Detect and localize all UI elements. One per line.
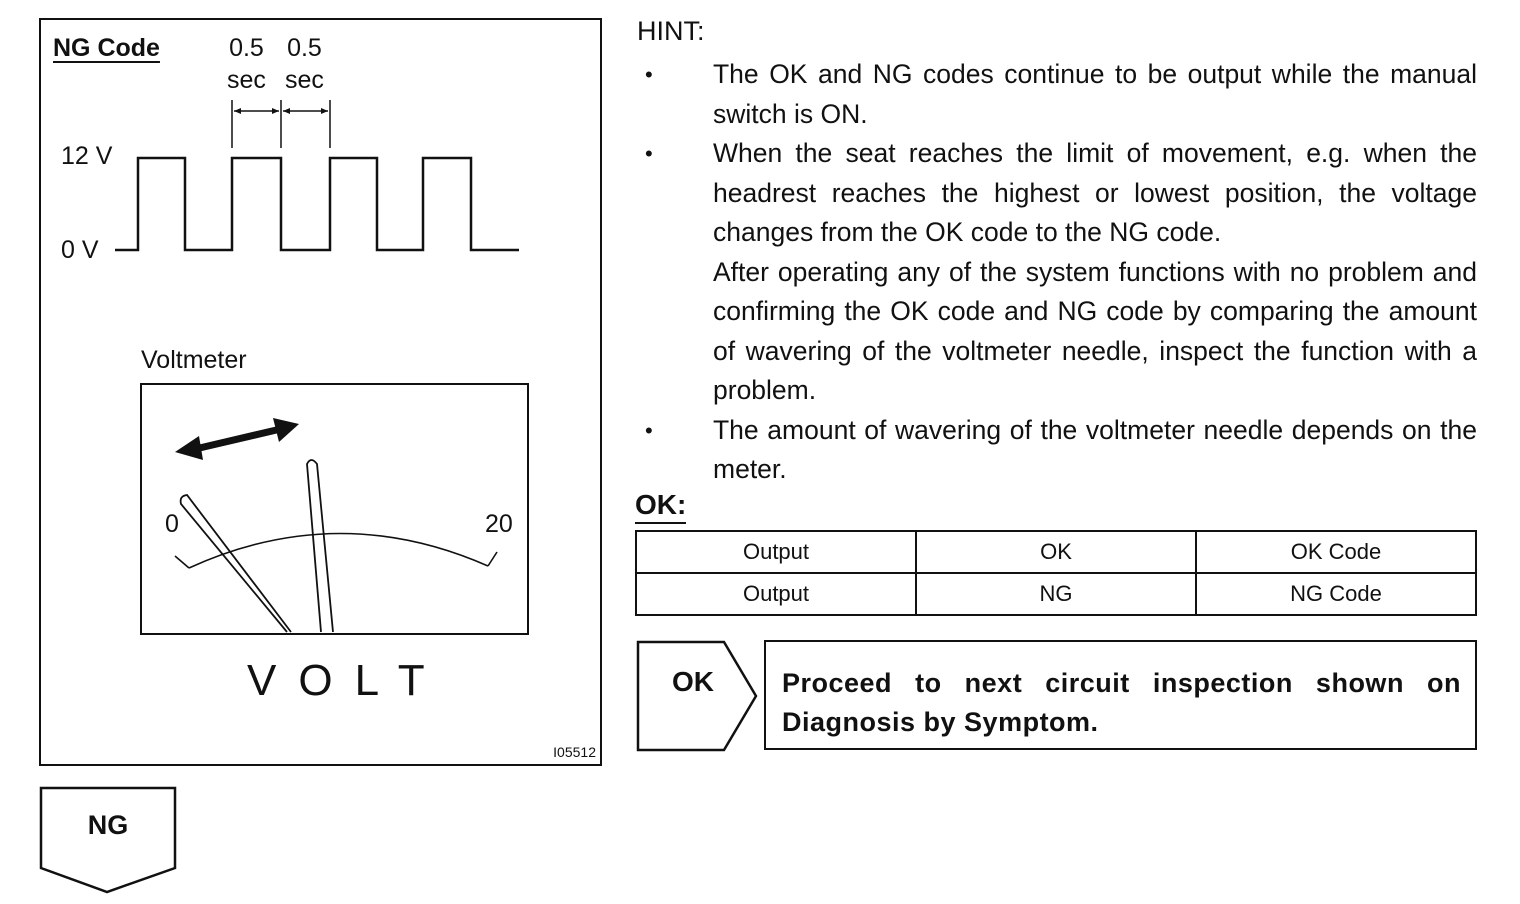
ok-title: OK:: [635, 488, 687, 524]
wavering-double-arrow-icon: [175, 418, 299, 460]
hint-item: • The amount of wavering of the voltmete…: [637, 411, 1477, 490]
ok-arrow-label: OK: [672, 666, 714, 697]
meter-unit-label: VOLT: [247, 656, 447, 705]
table-row: Output OK OK Code: [635, 530, 1477, 574]
voltmeter-face: [140, 383, 529, 635]
table-cell: NG: [915, 572, 1197, 616]
ok-arrow-shape: [636, 640, 758, 752]
ng-code-waveform: [115, 156, 519, 252]
table-cell: OK: [915, 530, 1197, 574]
ok-table: Output OK OK Code Output NG NG Code: [635, 530, 1477, 616]
bullet-icon: •: [645, 62, 653, 87]
table-cell: Output: [635, 530, 917, 574]
voltage-high-label: 12 V: [61, 142, 113, 170]
hint-item: • When the seat reaches the limit of mov…: [637, 134, 1477, 411]
figure-id: I05512: [553, 744, 596, 760]
ng-code-figure: NG Code 0.5 sec 0.5 sec 12 V 0 V Voltmet…: [39, 18, 602, 766]
table-cell: Output: [635, 572, 917, 616]
needle-rest: [179, 494, 292, 633]
voltage-low-label: 0 V: [61, 236, 99, 264]
hint-title: HINT:: [637, 16, 705, 46]
table-cell: NG Code: [1195, 572, 1477, 616]
hint-item: • The OK and NG codes continue to be out…: [637, 55, 1477, 134]
timing-label-2: 0.5 sec: [285, 34, 324, 94]
scale-max-label: 20: [485, 510, 513, 538]
voltmeter-title: Voltmeter: [141, 346, 247, 374]
bullet-icon: •: [645, 417, 653, 443]
ok-arrow-box: OK: [636, 640, 760, 754]
table-row: Output NG NG Code: [635, 572, 1477, 616]
proceed-text: Proceed to next circuit inspection shown…: [782, 668, 1461, 737]
waveform-and-meter-drawing: [115, 100, 529, 635]
ng-arrow-box: NG: [39, 786, 179, 896]
hint-list: • The OK and NG codes continue to be out…: [637, 55, 1477, 490]
ng-arrow-shape: [39, 786, 177, 894]
ng-code-title: NG Code: [53, 34, 160, 62]
ng-arrow-label: NG: [87, 810, 129, 840]
timing-label-1: 0.5 sec: [227, 34, 266, 94]
table-cell: OK Code: [1195, 530, 1477, 574]
proceed-box: Proceed to next circuit inspection shown…: [764, 640, 1477, 750]
bullet-icon: •: [645, 141, 653, 166]
scale-min-label: 0: [165, 510, 179, 538]
needle-moving: [306, 459, 334, 633]
